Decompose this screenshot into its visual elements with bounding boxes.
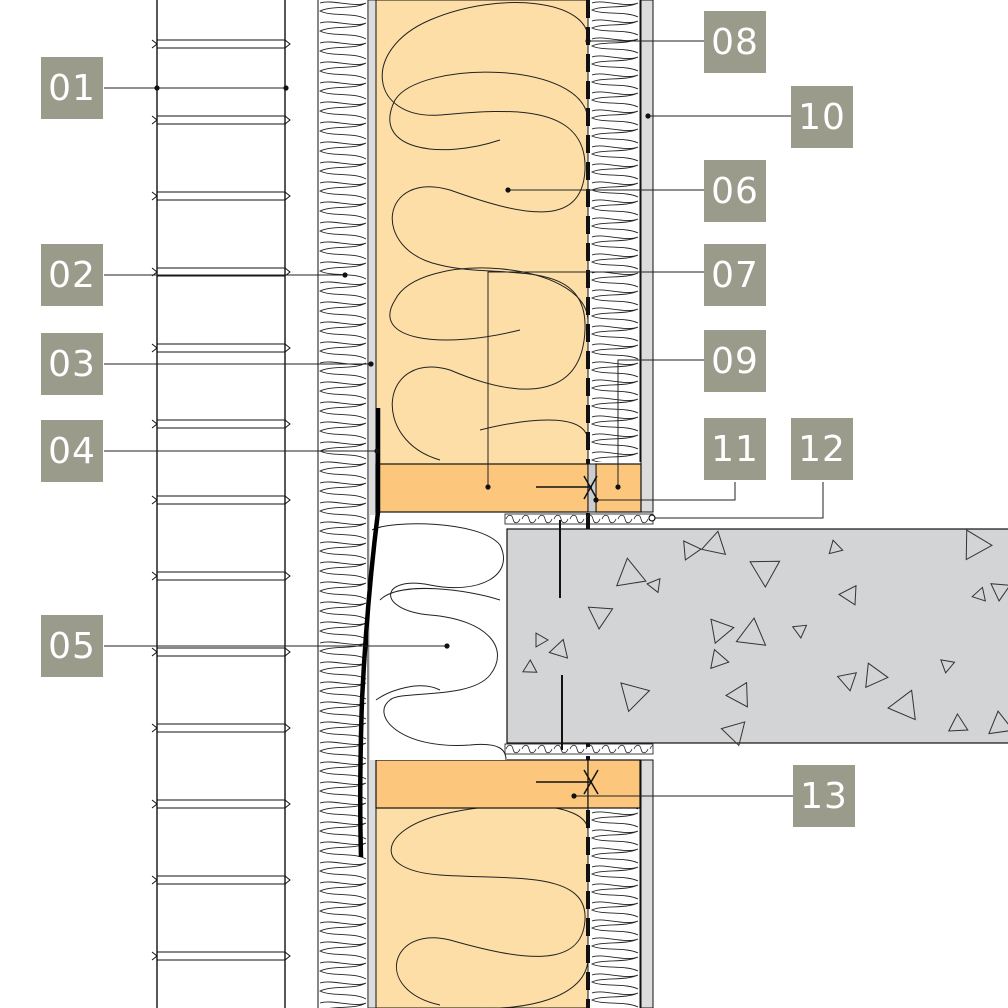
brick-joint-notch [151, 343, 158, 353]
plasterboard-lining [640, 0, 654, 1008]
brick-joint-notch [284, 875, 291, 885]
aggregate-mark [710, 618, 735, 645]
leader-lines [104, 40, 824, 797]
brick-joint-notch [284, 115, 291, 125]
brick-joint-notch [284, 571, 291, 581]
brick-joint-notch [284, 495, 291, 505]
aggregate-mark [947, 713, 969, 732]
callout-02: 02 [41, 244, 103, 306]
brick-joint-notch [151, 191, 158, 201]
aggregate-mark [646, 577, 661, 594]
aggregate-mark [720, 721, 746, 747]
brick-joint-notch [284, 191, 291, 201]
stud-cavity-insulation-lower [375, 807, 589, 1008]
brick-joint-notch [151, 495, 158, 505]
aggregate-mark [828, 539, 844, 555]
callout-10: 10 [791, 86, 853, 148]
aggregate-mark [887, 689, 916, 721]
aggregate-mark [710, 648, 730, 670]
brick-joint-notch [151, 39, 158, 49]
brick-joint-notch [284, 39, 291, 49]
brick-joint-notch [151, 875, 158, 885]
callout-06: 06 [704, 160, 766, 222]
slab-edge-insulation [370, 515, 507, 760]
aggregate-mark [735, 617, 767, 646]
callout-09: 09 [704, 330, 766, 392]
aggregate-mark [587, 606, 614, 630]
breather-membrane [358, 408, 381, 858]
aggregate-mark [990, 583, 1008, 602]
aggregate-mark [940, 659, 956, 674]
timber-head-plate [375, 463, 642, 513]
brick-joint-notch [151, 647, 158, 657]
concrete-floor-slab [506, 520, 1008, 750]
brick-joint-notch [151, 419, 158, 429]
leader-dots [154, 38, 656, 799]
callout-13: 13 [793, 765, 855, 827]
aggregate-mark [535, 632, 550, 648]
brick-joint-notch [151, 951, 158, 961]
brick-joint-notch [151, 571, 158, 581]
aggregate-mark [838, 584, 857, 606]
brick-joint-notch [284, 647, 291, 657]
aggregate-mark [700, 530, 727, 556]
aggregate-mark [965, 529, 993, 561]
stud-cavity-insulation-upper [375, 0, 589, 465]
aggregate-mark [683, 540, 702, 561]
aggregate-mark [791, 624, 808, 639]
brick-cladding [151, 0, 291, 1008]
aggregate-mark [988, 710, 1008, 735]
callout-05: 05 [41, 615, 103, 677]
aggregate-mark [836, 672, 858, 692]
callout-12: 12 [791, 418, 853, 480]
brick-joint-notch [284, 951, 291, 961]
aggregate-mark [749, 560, 781, 588]
timber-sole-plate [375, 759, 641, 809]
brick-joint-notch [151, 115, 158, 125]
callout-03: 03 [41, 333, 103, 395]
brick-joint-notch [151, 799, 158, 809]
brick-joint-notch [284, 799, 291, 809]
aggregate-mark [971, 586, 987, 602]
resilient-strip-bottom [504, 743, 654, 755]
brick-joint-notch [284, 723, 291, 733]
brick-joint-notch [284, 419, 291, 429]
brick-joint-notch [284, 343, 291, 353]
callout-07: 07 [704, 244, 766, 306]
aggregate-mark [725, 681, 748, 708]
brick-joint-notch [151, 723, 158, 733]
aggregate-mark [616, 557, 647, 587]
callout-01: 01 [41, 57, 103, 119]
sheathing-board [367, 0, 377, 1008]
aggregate-mark [522, 659, 538, 673]
callout-04: 04 [41, 420, 103, 482]
callout-08: 08 [704, 11, 766, 73]
aggregate-mark [865, 662, 889, 689]
resilient-strip-top [504, 513, 654, 525]
callout-11: 11 [704, 418, 766, 480]
aggregate-mark [620, 682, 651, 713]
aggregate-mark [548, 638, 569, 659]
